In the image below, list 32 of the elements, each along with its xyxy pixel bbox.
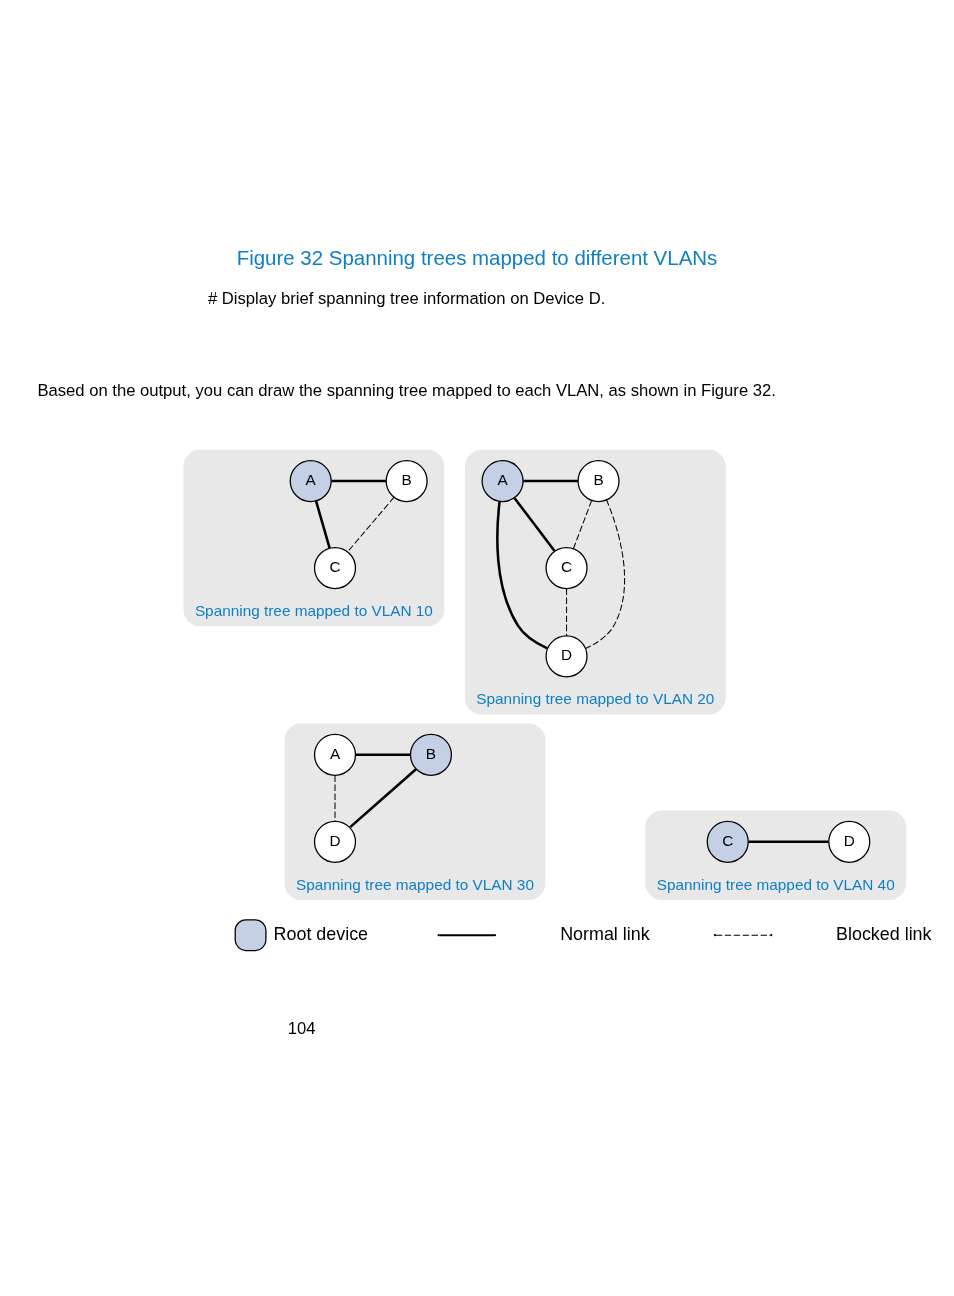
node-circle: C: [706, 820, 749, 863]
connector: [523, 479, 578, 483]
label: Based on the output, you can draw the spanning tree mapped to each VLAN, as shown in Figure 32.: [37, 380, 776, 400]
legend-label: Root device: [273, 923, 369, 944]
legend-label: Normal link: [560, 923, 650, 944]
connector: [334, 775, 336, 822]
node-circle: B: [409, 733, 453, 776]
connector: [585, 499, 626, 649]
label: # Display brief spanning tree information on Device D.: [207, 288, 606, 308]
diagram-title: Figure 32 Spanning trees mapped to different VLANs: [236, 245, 718, 269]
node-circle: D: [313, 820, 357, 863]
connector: [355, 753, 411, 757]
connector: [331, 479, 387, 483]
connector: [347, 496, 395, 553]
connector: [566, 588, 568, 637]
label: 104: [287, 1019, 316, 1039]
connector: [314, 500, 331, 549]
legend-label: Blocked link: [836, 923, 932, 944]
node-circle: D: [828, 820, 871, 863]
node-circle: B: [577, 459, 620, 503]
node-circle: B: [385, 459, 428, 503]
node-circle: D: [545, 635, 588, 678]
connector: [496, 501, 548, 650]
connector: [513, 497, 556, 552]
connector: [349, 768, 417, 829]
node-circle: C: [313, 546, 357, 590]
connector: [572, 500, 593, 549]
node-circle: A: [289, 459, 332, 503]
node-circle: A: [481, 459, 524, 503]
node-circle: C: [545, 546, 588, 590]
node-circle: A: [313, 733, 357, 776]
connector: [748, 840, 829, 844]
